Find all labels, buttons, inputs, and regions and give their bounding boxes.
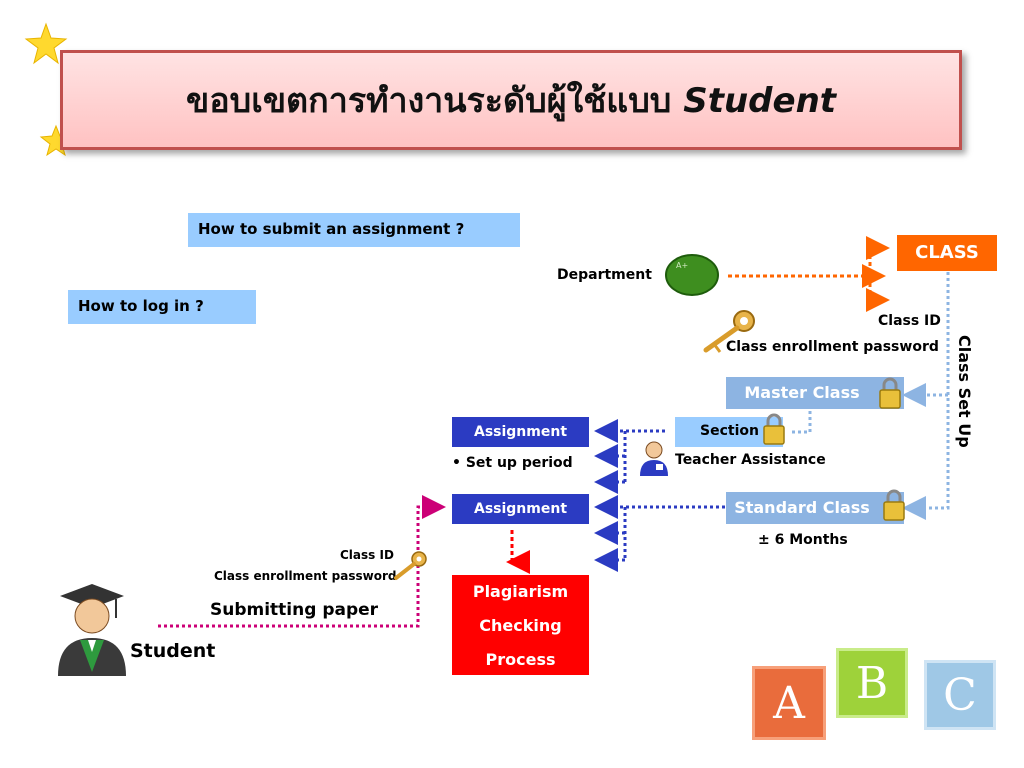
login-label: How to log in ? xyxy=(78,297,204,315)
standard-class-box: Standard Class xyxy=(726,492,904,524)
section-box: Section xyxy=(675,417,783,447)
teacher-icon xyxy=(640,441,668,476)
class-id-label-top: Class ID xyxy=(878,313,941,329)
plagiarism-line2: Checking xyxy=(479,616,562,635)
plagiarism-box: Plagiarism Checking Process xyxy=(452,575,589,675)
teacher-assistance-label: Teacher Assistance xyxy=(675,452,826,468)
setup-period-label: • Set up period xyxy=(452,455,573,471)
class-setup-label-wrap: Class Set Up xyxy=(952,335,974,455)
student-graduate-icon xyxy=(58,584,126,676)
block-b: B xyxy=(836,648,908,718)
lock-icon xyxy=(883,489,905,521)
lock-icon xyxy=(763,413,785,445)
submit-assignment-link[interactable]: How to submit an assignment ? xyxy=(188,213,520,247)
student-label: Student xyxy=(130,640,216,662)
assignment-top-box: Assignment xyxy=(452,417,589,447)
submitting-paper-label: Submitting paper xyxy=(210,600,379,620)
key-icon xyxy=(394,551,427,580)
class-box: CLASS xyxy=(897,235,997,271)
key-icon xyxy=(703,310,755,353)
submit-assignment-label: How to submit an assignment ? xyxy=(198,220,465,238)
title-banner: ขอบเขตการทำงานระดับผู้ใช้แบบ Student xyxy=(60,50,962,150)
plagiarism-line1: Plagiarism xyxy=(472,582,569,601)
title-english: Student xyxy=(683,81,837,121)
plagiarism-line3: Process xyxy=(485,650,556,669)
lock-icon xyxy=(879,377,901,409)
svg-text:A+: A+ xyxy=(676,261,688,270)
page-title: ขอบเขตการทำงานระดับผู้ใช้แบบ Student xyxy=(186,73,836,127)
block-a: A xyxy=(752,666,826,740)
class-setup-label: Class Set Up xyxy=(955,335,974,448)
login-link[interactable]: How to log in ? xyxy=(68,290,256,324)
enrollment-password-label-bottom: Class enrollment password xyxy=(214,569,397,583)
class-id-label-bottom: Class ID xyxy=(340,548,394,562)
months-label: ± 6 Months xyxy=(758,532,848,548)
assignment-bottom-box: Assignment xyxy=(452,494,589,524)
section-label: Section xyxy=(700,423,759,439)
title-thai: ขอบเขตการทำงานระดับผู้ใช้แบบ xyxy=(185,81,672,121)
department-label: Department xyxy=(557,267,652,283)
department-board-icon: A+ xyxy=(665,254,719,296)
enrollment-password-label-top: Class enrollment password xyxy=(726,339,939,355)
master-class-box: Master Class xyxy=(726,377,904,409)
block-c: C xyxy=(924,660,996,730)
